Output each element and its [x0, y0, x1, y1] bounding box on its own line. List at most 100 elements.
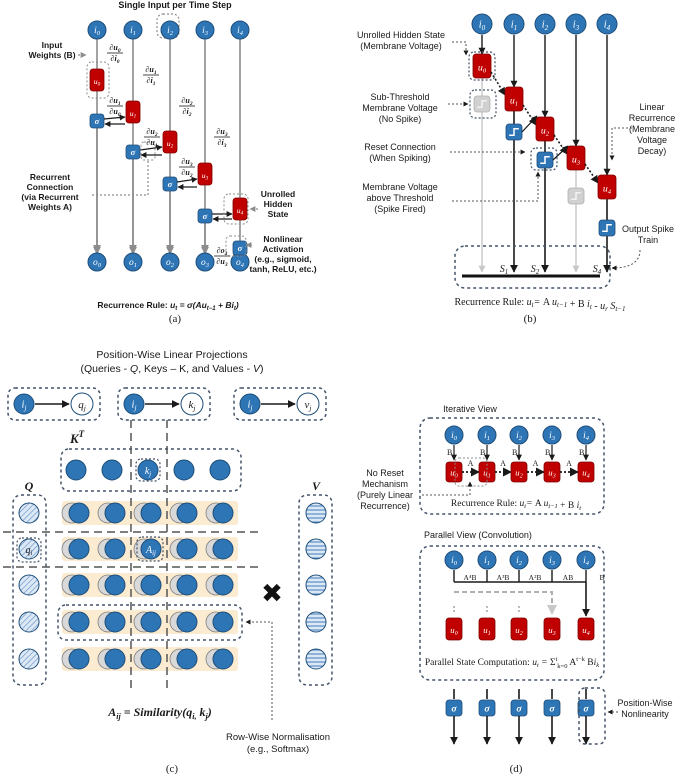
- b-spike-S4: S4: [593, 264, 602, 276]
- query-i-label: qi: [26, 545, 33, 557]
- svg-text:Reset Connection(When Spiking): Reset Connection(When Spiking): [364, 142, 436, 163]
- d-par-state-u0-label: u0: [450, 625, 457, 637]
- svg-text:∂i0: ∂i0: [111, 54, 120, 65]
- keys-transpose-label: KT: [69, 429, 85, 446]
- b-input-i4: [596, 13, 618, 35]
- proj-to-label-0: qj: [78, 399, 86, 412]
- multiply-icon: ✖: [261, 579, 283, 609]
- proj-from-2: [239, 393, 261, 415]
- svg-text:∂u2: ∂u2: [181, 96, 192, 107]
- b-annot-unrolled: Unrolled Hidden State(Membrane Voltage): [357, 30, 496, 81]
- d-iter-state-u2-label: u2: [515, 468, 522, 480]
- a-deriv-4: ∂u2∂i2: [179, 96, 195, 118]
- d-iter-input-i2: [509, 425, 529, 445]
- a-input-i4: [230, 20, 250, 40]
- svg-text:∂i2: ∂i2: [183, 107, 192, 118]
- a-state-u3: [197, 162, 213, 186]
- b-reset-2: [552, 145, 569, 161]
- d-par-input-i2-label: i2: [516, 556, 523, 567]
- a-sigma-0: [89, 113, 105, 129]
- matrix-cell-4-1: [104, 648, 126, 670]
- matrix-cell-2-2: [140, 574, 162, 596]
- proj-to-1: [180, 392, 204, 416]
- d-par-input-i3: [542, 550, 562, 570]
- matrix-cell-3-1: [104, 611, 126, 633]
- parallel-rule: Parallel State Computation: ut = Σtk=0 A…: [425, 656, 599, 670]
- proj-to-2: [296, 392, 320, 416]
- query-i-box: [16, 537, 42, 563]
- svg-text:∂o2: ∂o2: [217, 246, 228, 257]
- row-norm-pointer: [245, 619, 273, 720]
- d-iter-B-2: B: [512, 448, 517, 457]
- svg-text:∂i1: ∂i1: [147, 76, 156, 87]
- a-deriv-6: ∂u3∂i3: [214, 127, 230, 149]
- a-input-i2-label: i2: [167, 26, 174, 37]
- query-4: [18, 648, 40, 670]
- d-par-state-u3-label: u3: [548, 625, 555, 637]
- d-iter-B-0: B: [447, 448, 452, 457]
- proj-to-label-1: kj: [189, 399, 196, 412]
- d-par-conv-1: A³B: [497, 573, 510, 582]
- b-state-u0-label: u0: [478, 62, 487, 74]
- proj-from-0: [13, 393, 35, 415]
- d-par-input-i4-label: i4: [583, 556, 590, 567]
- query-1: [18, 538, 40, 560]
- a-input-i1: [123, 20, 143, 40]
- value-0: [305, 502, 327, 524]
- d-par-input-i1: [477, 550, 497, 570]
- b-input-i2: [534, 13, 556, 35]
- d-iter-input-i1: [477, 425, 497, 445]
- a-state-u3-label: u3: [202, 171, 209, 182]
- d-iter-state-u0-label: u0: [450, 468, 457, 480]
- a-state-u0-label: u0: [94, 77, 101, 88]
- svg-text:∂u3: ∂u3: [216, 257, 227, 268]
- a-state-u0: [89, 68, 105, 92]
- key-1: [101, 459, 123, 481]
- a-input-i1-label: i1: [130, 26, 136, 37]
- matrix-cell-4-4: [212, 648, 234, 670]
- matrix-cell-3-2: [140, 611, 162, 633]
- d-par-input-i1-label: i1: [484, 556, 490, 567]
- d-iter-state-u4: [577, 461, 595, 483]
- b-step-subthreshold-glyph: [477, 100, 487, 108]
- key-2: [137, 459, 159, 481]
- aij-label: Aij: [145, 545, 156, 557]
- a-input-i2: [160, 20, 180, 40]
- b-input-i4-label: i4: [604, 20, 611, 32]
- d-iter-input-i4: [576, 425, 596, 445]
- panel-c-title: Position-Wise Linear Projections: [96, 349, 247, 361]
- a-sigma-4: [232, 240, 248, 256]
- d-iter-B-4: B: [579, 448, 584, 457]
- a-sigma-4-label: σ: [238, 243, 243, 253]
- matrix-cell-4-0: [68, 648, 90, 670]
- row-norm-box: [57, 604, 243, 641]
- d-par-to-u3: [454, 591, 557, 615]
- b-input-i2-label: i2: [542, 20, 549, 32]
- iterative-box: [419, 417, 605, 515]
- panel-a-derivatives: ∂u0∂i0∂u1∂u0∂u1∂i1∂u2∂u1∂u2∂i2∂u3∂u2∂u3∂…: [107, 43, 230, 268]
- b-state-u3-label: u3: [572, 154, 581, 166]
- b-spike-S1: S1: [500, 264, 508, 276]
- matrix-cell-0-2: [140, 502, 162, 524]
- matrix-cell-0-3: [176, 502, 198, 524]
- d-par-input-i0: [444, 550, 464, 570]
- d-par-state-u2: [510, 617, 528, 641]
- panel-d-caption: (d): [510, 763, 523, 775]
- value-1: [305, 538, 327, 560]
- b-state-u4-label: u4: [603, 183, 612, 195]
- d-sigma-1-label: σ: [484, 704, 490, 715]
- a-state-u1-label: u1: [130, 109, 137, 120]
- d-par-input-i2: [509, 550, 529, 570]
- a-input-i4-label: i4: [237, 26, 244, 37]
- value-3: [305, 611, 327, 633]
- b-input-i0-label: i0: [479, 20, 486, 32]
